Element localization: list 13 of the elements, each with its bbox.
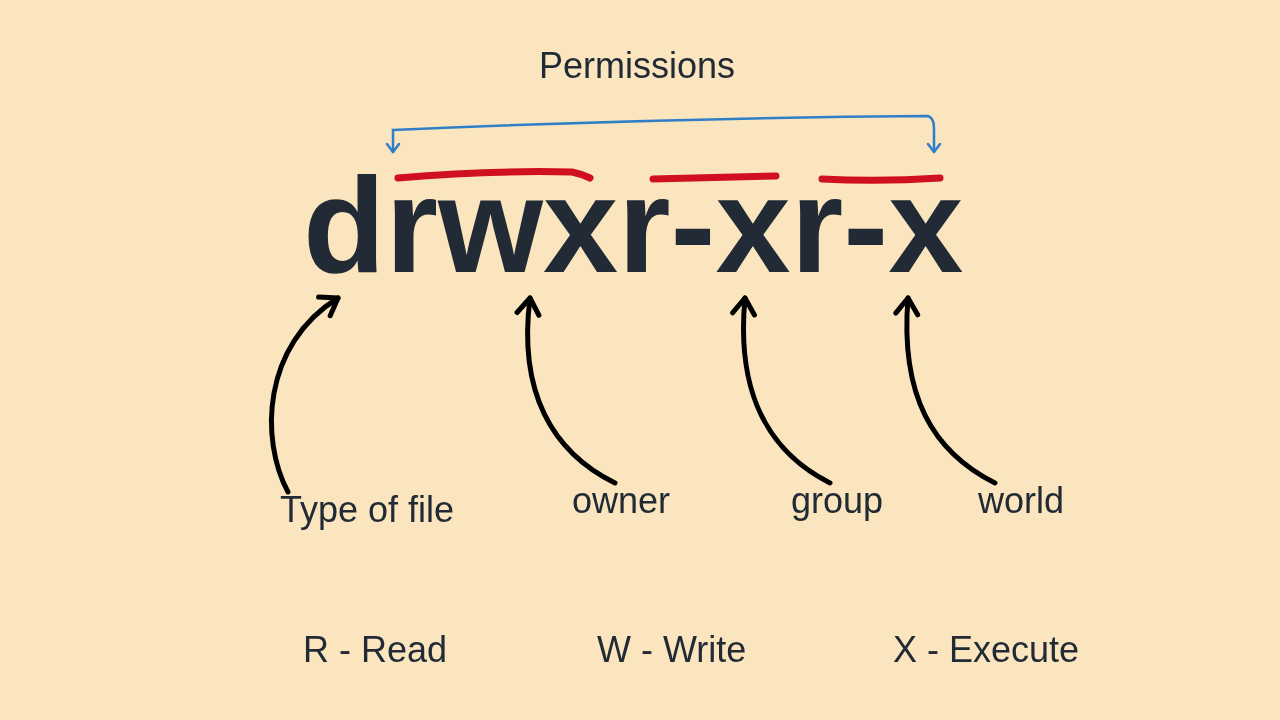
curved-arrow [269, 295, 341, 495]
bracket-label: Permissions [539, 48, 736, 84]
pointer-label: group [791, 483, 884, 519]
pointer-label: owner [572, 483, 671, 519]
permission-string: drwxr-xr-x [303, 158, 964, 298]
key-note: R - Read [303, 632, 448, 668]
key-note: W - Write [597, 632, 747, 668]
pointer-label: world [978, 483, 1065, 519]
curved-arrow [730, 295, 833, 486]
pointer-label: Type of file [280, 492, 455, 528]
key-note: X - Execute [893, 632, 1080, 668]
curved-arrow [515, 295, 618, 486]
curved-arrow [893, 295, 998, 486]
